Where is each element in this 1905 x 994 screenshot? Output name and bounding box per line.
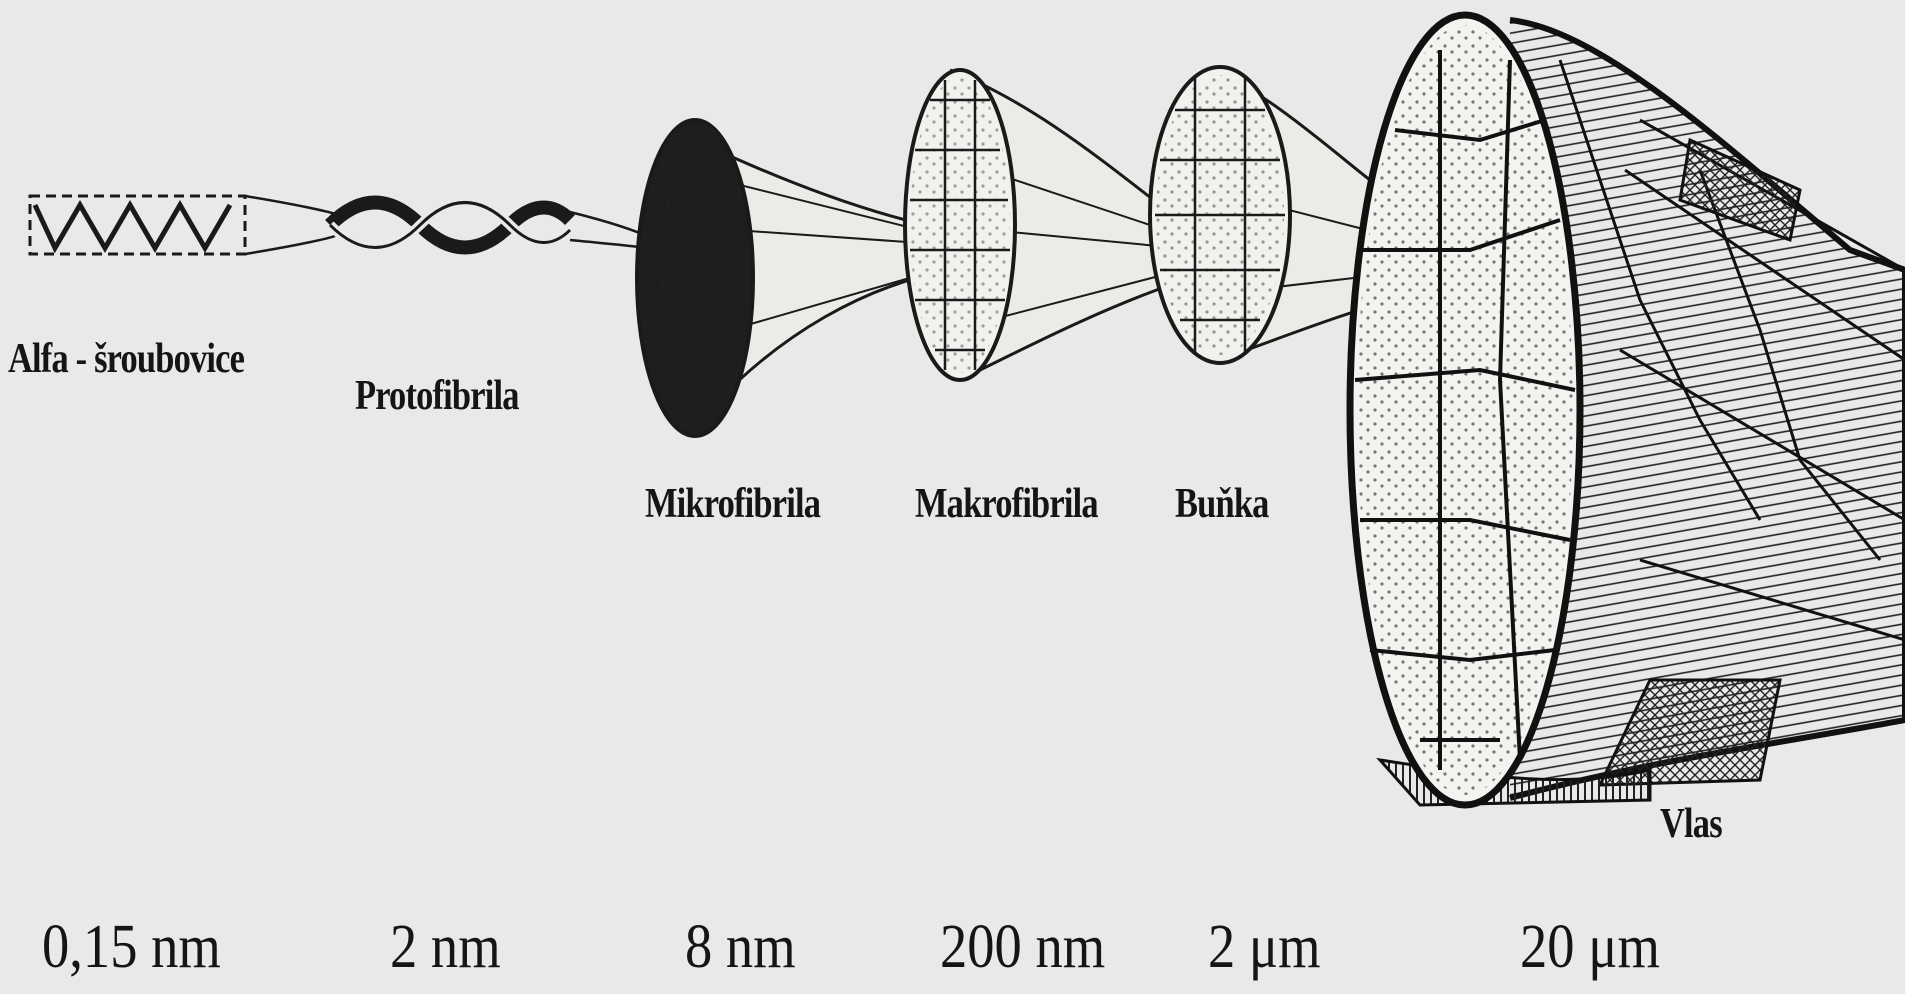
size-cell: 2 μm [1208, 912, 1321, 983]
label-macrofibril: Makrofibrila [915, 480, 1098, 528]
label-protofibril: Protofibrila [355, 372, 519, 420]
size-macrofibril: 200 nm [940, 912, 1105, 983]
label-cell: Buňka [1175, 480, 1269, 528]
size-microfibril: 8 nm [685, 912, 796, 983]
alpha-helix-drawing [30, 196, 335, 254]
protofibril-drawing [330, 203, 655, 251]
microfibril-drawing [637, 120, 950, 436]
hair-shaft-drawing [1350, 15, 1905, 805]
label-microfibril: Mikrofibrila [645, 480, 820, 528]
size-hair: 20 μm [1520, 912, 1660, 983]
size-alpha-helix: 0,15 nm [42, 912, 221, 983]
size-protofibril: 2 nm [390, 912, 501, 983]
label-hair: Vlas [1660, 800, 1722, 848]
label-alpha-helix: Alfa - šroubovice [8, 335, 244, 383]
